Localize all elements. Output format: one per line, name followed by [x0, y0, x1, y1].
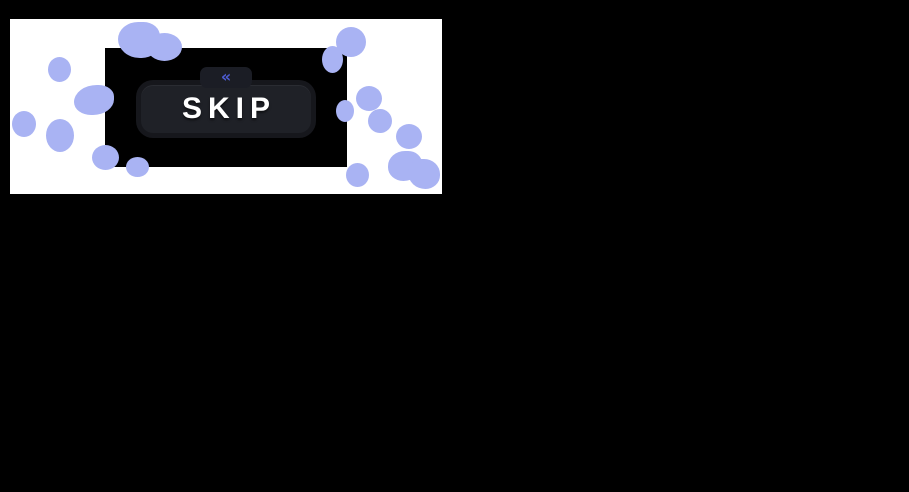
paint-blob [408, 159, 440, 189]
paint-blob [12, 111, 36, 137]
paint-blob [346, 163, 369, 187]
paint-blob [126, 157, 149, 177]
paint-blob [147, 33, 182, 61]
double-chevron-left-icon: « [220, 66, 232, 86]
skip-button-inner: SKIP [141, 85, 311, 133]
collapse-tab[interactable]: « [200, 67, 252, 88]
paint-blob [46, 119, 74, 152]
paint-blob [92, 145, 119, 170]
skip-button[interactable]: SKIP [136, 80, 316, 138]
paint-blob [336, 100, 354, 122]
ad-panel: « SKIP [10, 19, 442, 194]
paint-blob [74, 85, 114, 115]
skip-button-label: SKIP [181, 92, 277, 125]
paint-blob [356, 86, 382, 111]
paint-blob [322, 46, 343, 73]
paint-blob [396, 124, 422, 149]
paint-blob [48, 57, 71, 82]
paint-blob [368, 109, 392, 133]
